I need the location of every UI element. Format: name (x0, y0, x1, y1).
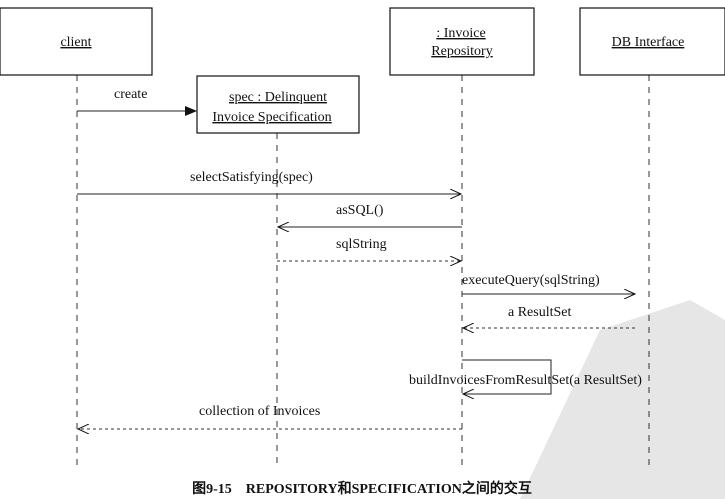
sql-string-label: sqlString (336, 237, 387, 252)
participant-repo-label-line2: Repository (431, 44, 492, 59)
as-sql-label: asSQL() (336, 203, 384, 218)
build-invoices-label: buildInvoicesFromResultSet(a ResultSet) (409, 373, 642, 388)
collection-label: collection of Invoices (199, 404, 320, 419)
participant-repo-label-line1: : Invoice (436, 26, 485, 41)
figure-caption: 图9-15 REPOSITORY和SPECIFICATION之间的交互 (192, 480, 532, 497)
participant-invoice-repository: : Invoice Repository (389, 7, 535, 76)
execute-query-label: executeQuery(sqlString) (462, 273, 600, 288)
result-set-label: a ResultSet (508, 305, 571, 320)
participant-spec: spec : Delinquent Invoice Specification (196, 75, 360, 134)
participant-client-label: client (60, 35, 91, 50)
participant-db-label: DB Interface (612, 35, 685, 50)
watermark-seal (520, 300, 725, 499)
participant-db-interface: DB Interface (579, 7, 725, 76)
create-label: create (114, 87, 147, 102)
build-invoices-self-call-arrow (462, 359, 552, 394)
participant-spec-label-line1: spec : Delinquent (229, 90, 327, 105)
participant-spec-label-line2: Invoice Specification (212, 110, 331, 125)
participant-client: client (0, 7, 153, 76)
select-satisfying-label: selectSatisfying(spec) (190, 170, 313, 185)
